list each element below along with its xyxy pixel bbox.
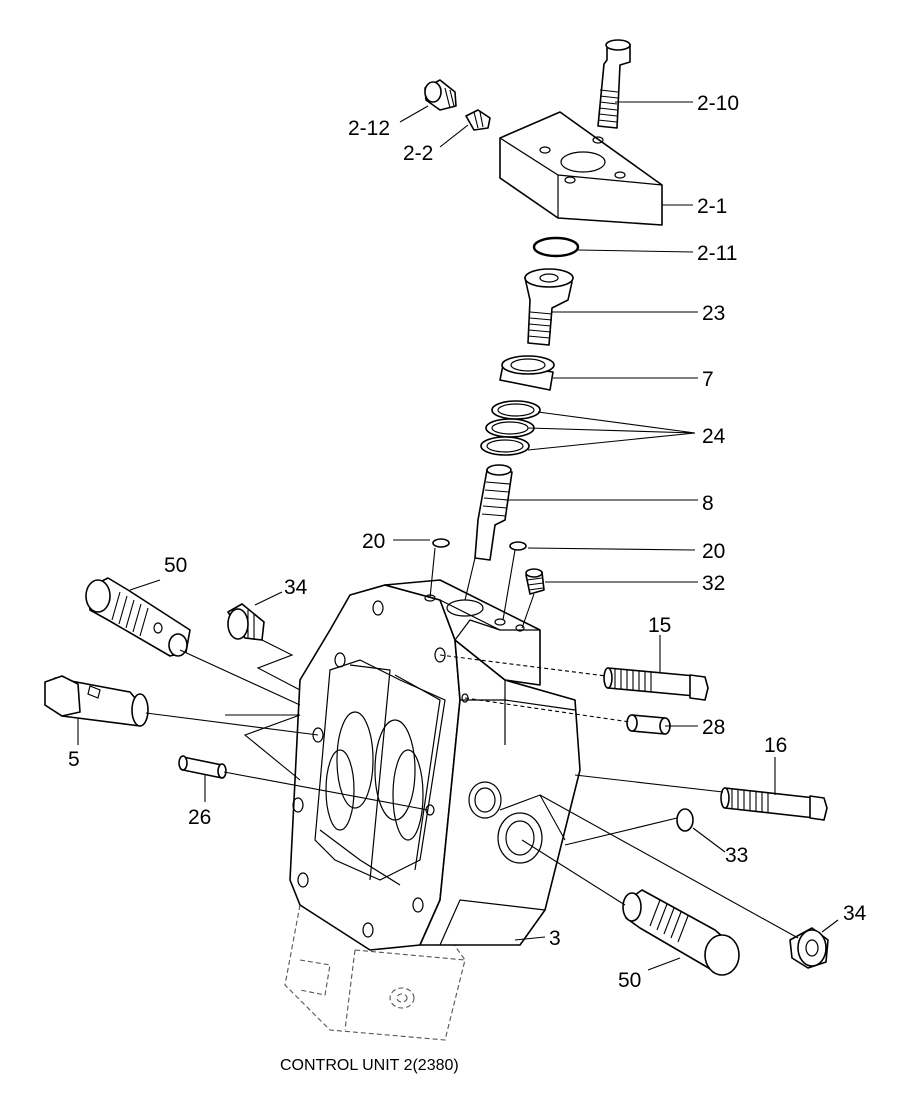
label-50-lower: 50 xyxy=(618,969,641,992)
label-2-10: 2-10 xyxy=(697,92,739,115)
label-2-2: 2-2 xyxy=(403,142,433,165)
o-ring-2-11 xyxy=(532,236,580,258)
label-24: 24 xyxy=(702,425,726,448)
label-23: 23 xyxy=(702,302,725,325)
relief-valve-50-upper xyxy=(85,577,191,657)
label-8: 8 xyxy=(702,492,714,515)
label-20-right: 20 xyxy=(702,540,725,563)
pin-28 xyxy=(626,714,671,735)
label-34-upper: 34 xyxy=(284,576,308,599)
label-16: 16 xyxy=(764,734,787,757)
main-valve-housing xyxy=(289,579,581,951)
o-ring-33 xyxy=(676,808,694,832)
label-28: 28 xyxy=(702,716,725,739)
label-5: 5 xyxy=(68,748,80,771)
o-rings-24 xyxy=(480,400,541,456)
diagram-caption: CONTROL UNIT 2(2380) xyxy=(280,1057,459,1074)
plug-34-lower xyxy=(789,927,829,969)
o-ring-20-left xyxy=(432,538,450,548)
label-32: 32 xyxy=(702,572,725,595)
cover-block xyxy=(499,111,663,226)
pin-26 xyxy=(178,755,227,779)
label-2-12: 2-12 xyxy=(348,117,390,140)
bolt-15 xyxy=(603,667,709,701)
sleeve-7 xyxy=(499,355,555,391)
label-2-11: 2-11 xyxy=(697,242,737,265)
label-2-1: 2-1 xyxy=(697,195,727,218)
label-7: 7 xyxy=(702,368,714,391)
sleeve-5 xyxy=(44,675,149,727)
plug-2-12 xyxy=(424,79,457,111)
part-labels: 2-10 2-12 2-2 2-1 2-11 23 7 24 8 20 20 3… xyxy=(68,92,867,992)
center-lines xyxy=(145,547,799,939)
label-15: 15 xyxy=(648,614,671,637)
plug-34-upper xyxy=(227,603,265,641)
plunger-8 xyxy=(474,464,513,561)
label-3: 3 xyxy=(549,927,561,950)
o-ring-20-right xyxy=(509,541,527,551)
bolt-16 xyxy=(720,787,828,821)
plug-screw-23 xyxy=(524,268,574,346)
set-screw-2-2 xyxy=(465,109,491,131)
label-26: 26 xyxy=(188,806,211,829)
label-leaders xyxy=(77,101,839,971)
cap-screw-2-10 xyxy=(597,39,631,129)
label-20-left: 20 xyxy=(362,530,385,553)
relief-valve-50-lower xyxy=(622,889,740,976)
label-50-upper: 50 xyxy=(164,554,187,577)
label-34-lower: 34 xyxy=(843,902,867,925)
set-screw-32 xyxy=(525,568,545,595)
label-33: 33 xyxy=(725,844,748,867)
